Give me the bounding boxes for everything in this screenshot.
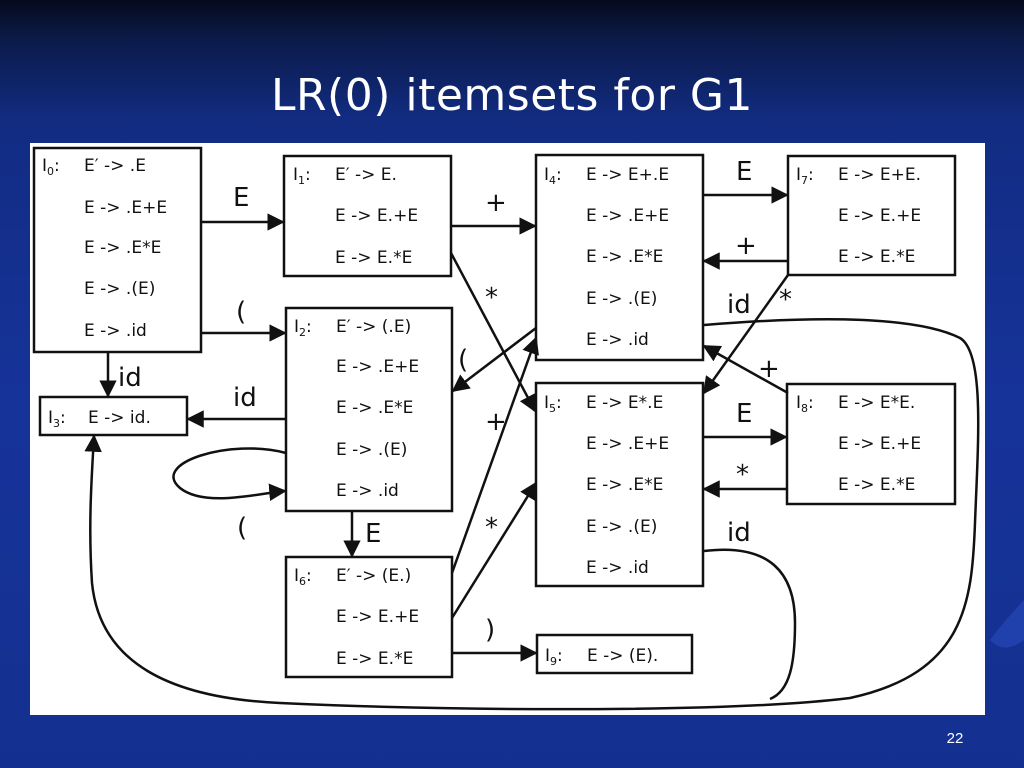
edge-label: E <box>233 183 249 213</box>
edge-label: + <box>735 231 757 261</box>
item: E -> .(E) <box>586 289 657 309</box>
item: E -> E.+E <box>335 206 418 226</box>
item: E -> E.*E <box>336 649 413 669</box>
state-name: I7: <box>796 165 814 187</box>
item: E -> .E+E <box>336 357 419 377</box>
state-name: I4: <box>544 165 562 187</box>
item: E -> .(E) <box>84 279 155 299</box>
edge-label: id <box>727 518 751 548</box>
state-I2: I2: E′ -> (.E) E -> .E+E E -> .E*E E -> … <box>284 306 454 513</box>
item: E -> .(E) <box>586 517 657 537</box>
state-name: I0: <box>42 156 60 178</box>
item: E -> .E*E <box>336 398 413 418</box>
edge-I1-I5 <box>449 252 537 413</box>
item: E -> (E). <box>587 646 658 666</box>
edge-I6-I4 <box>450 336 539 574</box>
item: E′ -> (E.) <box>336 566 411 586</box>
edge-I4-I3 <box>84 318 980 711</box>
state-name: I1: <box>293 165 311 187</box>
item: E -> E*E. <box>838 393 915 413</box>
item: E -> .E*E <box>586 247 663 267</box>
state-I0: I0: E′ -> .E E -> .E+E E -> .E*E E -> .(… <box>32 146 203 354</box>
edge-I6-I5 <box>450 481 538 619</box>
edge-label: E <box>365 519 381 549</box>
edge-label: ( <box>236 297 246 327</box>
edge-I4-I2 <box>451 327 537 393</box>
edge-label: E <box>736 157 752 187</box>
item: E -> .E+E <box>586 434 669 454</box>
edge-label: + <box>485 407 507 437</box>
edge-I2-self <box>172 447 287 501</box>
state-I9: I9: E -> (E). <box>535 633 694 675</box>
item: E -> .E*E <box>586 475 663 495</box>
edge-label: + <box>758 354 780 384</box>
slide-title: LR(0) itemsets for G1 <box>270 70 754 121</box>
item: E -> E.+E <box>336 607 419 627</box>
edge-label: ( <box>458 345 468 375</box>
item: E -> E.+E <box>838 206 921 226</box>
item: E -> .E*E <box>84 238 161 258</box>
page-number: 22 <box>946 730 964 747</box>
state-I8: I8: E -> E*E. E -> E.+E E -> E.*E <box>785 382 957 506</box>
state-name: I6: <box>294 566 312 588</box>
state-name: I2: <box>294 317 312 339</box>
edge-label: + <box>485 188 507 218</box>
item: E -> E.*E <box>838 475 915 495</box>
state-name: I5: <box>544 393 562 415</box>
item: E -> .id <box>586 558 649 578</box>
state-I7: I7: E -> E+E. E -> E.+E E -> E.*E <box>786 154 957 277</box>
item: E -> E+.E <box>586 165 669 185</box>
item: E -> .E+E <box>586 206 669 226</box>
edge-label: * <box>779 285 792 315</box>
edge-label: * <box>485 283 498 313</box>
item: E -> .(E) <box>336 440 407 460</box>
item: E -> E.+E <box>838 434 921 454</box>
edge-label: E <box>736 399 752 429</box>
edge-label: * <box>736 460 749 490</box>
item: E -> E+E. <box>838 165 921 185</box>
item: E′ -> E. <box>335 165 397 185</box>
state-I6: I6: E′ -> (E.) E -> E.+E E -> E.*E <box>284 555 454 679</box>
edge-label: * <box>485 513 498 543</box>
item: E -> E.*E <box>838 247 915 267</box>
state-I4: I4: E -> E+.E E -> .E+E E -> .E*E E -> .… <box>534 153 705 362</box>
item: E -> E*.E <box>586 393 663 413</box>
item: E′ -> .E <box>84 156 146 176</box>
edge-label: id <box>233 383 257 413</box>
item: E′ -> (.E) <box>336 317 411 337</box>
diagram-panel: I0: E′ -> .E E -> .E+E E -> .E*E E -> .(… <box>30 143 985 715</box>
lr0-automaton-diagram: I0: E′ -> .E E -> .E+E E -> .E*E E -> .(… <box>32 146 980 711</box>
edge-I5-I3 <box>703 548 797 701</box>
state-I1: I1: E′ -> E. E -> E.+E E -> E.*E <box>282 154 453 278</box>
edge-I7-I5 <box>702 274 790 395</box>
edge-label: id <box>727 290 751 320</box>
edge-label: ( <box>237 513 247 543</box>
item: E -> E.*E <box>335 248 412 268</box>
item: E -> id. <box>88 408 151 428</box>
item: E -> .E+E <box>84 198 167 218</box>
state-name: I3: <box>48 408 66 430</box>
state-name: I9: <box>545 646 563 668</box>
edge-label: ) <box>485 615 495 645</box>
state-I5: I5: E -> E*.E E -> .E+E E -> .E*E E -> .… <box>534 381 705 588</box>
item: E -> .id <box>586 330 649 350</box>
edge-I8-I4 <box>702 344 789 395</box>
edge-label: id <box>118 363 142 393</box>
item: E -> .id <box>84 321 147 341</box>
state-name: I8: <box>796 393 814 415</box>
state-I3: I3: E -> id. <box>38 395 189 437</box>
item: E -> .id <box>336 481 399 501</box>
